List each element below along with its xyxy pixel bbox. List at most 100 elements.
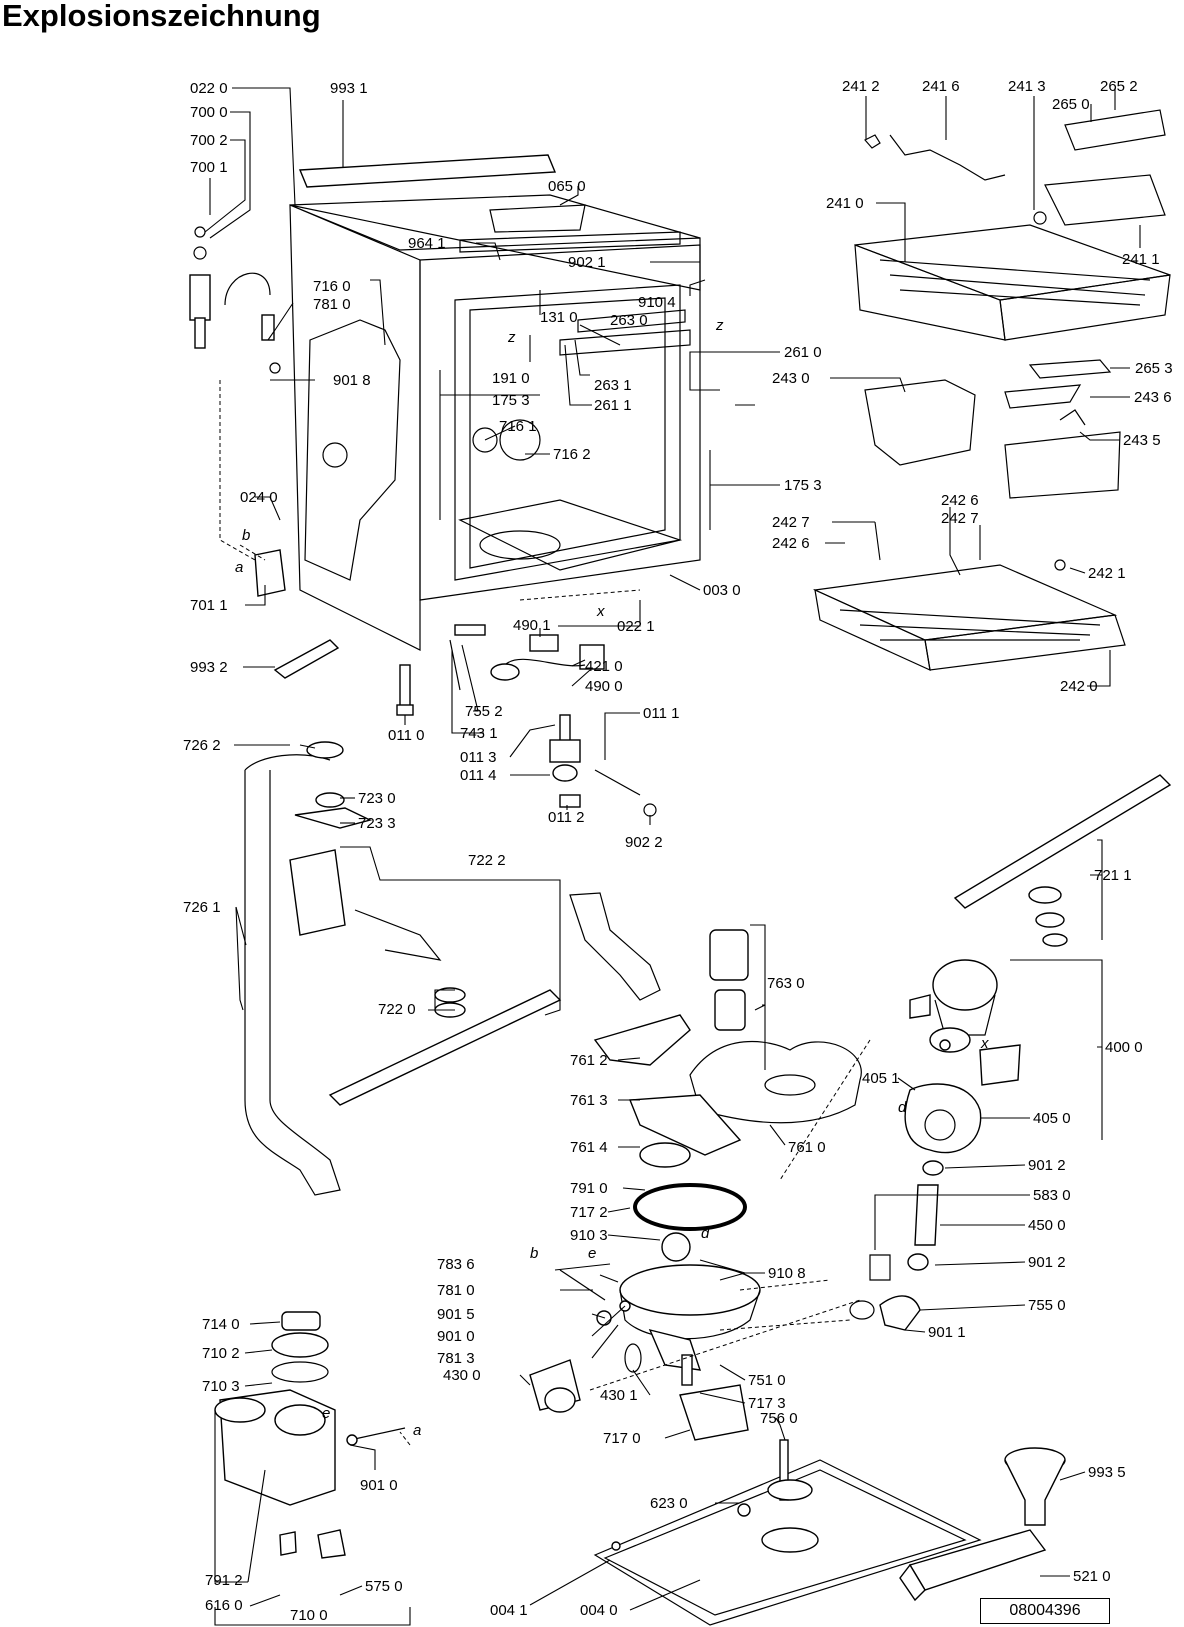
part-label: 242 7: [941, 510, 979, 527]
part-label: 901 8: [333, 372, 371, 389]
part-label: 993 2: [190, 659, 228, 676]
part-label: 623 0: [650, 1495, 688, 1512]
part-label: 011 3: [460, 749, 496, 766]
leader-lines: [204, 87, 1141, 1626]
part-label: 405 0: [1033, 1110, 1071, 1127]
part-label: 242 1: [1088, 565, 1126, 582]
part-label: 701 1: [190, 597, 228, 614]
part-label: 722 2: [468, 852, 506, 869]
baskets-drawing: [812, 109, 1171, 672]
part-label: 242 6: [772, 535, 810, 552]
letter-d-2: d: [898, 1099, 907, 1116]
letter-x-2: x: [980, 1035, 989, 1052]
part-label: 761 4: [570, 1139, 608, 1156]
tub-frame-drawing: [289, 154, 711, 651]
part-label: 450 0: [1028, 1217, 1066, 1234]
part-label: 400 0: [1105, 1039, 1143, 1056]
part-label: 191 0: [492, 370, 530, 387]
part-label: 243 5: [1123, 432, 1161, 449]
part-label: 583 0: [1033, 1187, 1071, 1204]
part-label: 011 0: [388, 727, 424, 744]
part-label: 242 7: [772, 514, 810, 531]
spray-arms-drawing: [244, 741, 1172, 1196]
part-label: 265 0: [1052, 96, 1090, 113]
letter-a-1: a: [235, 559, 243, 576]
part-label: 575 0: [365, 1578, 403, 1595]
part-label: 763 0: [767, 975, 805, 992]
letter-z-2: z: [715, 317, 724, 334]
part-label: 004 1: [490, 1602, 528, 1619]
part-label: 175 3: [492, 392, 530, 409]
part-label: 726 1: [183, 899, 221, 916]
part-label: 241 0: [826, 195, 864, 212]
part-label: 242 6: [941, 492, 979, 509]
part-label: 263 1: [594, 377, 632, 394]
part-label: 243 0: [772, 370, 810, 387]
part-label: 261 0: [784, 344, 822, 361]
part-label: 700 0: [190, 104, 228, 121]
part-label: 781 3: [437, 1350, 475, 1367]
part-label: 901 0: [360, 1477, 398, 1494]
part-label: 241 1: [1122, 251, 1160, 268]
part-label: 011 4: [460, 767, 496, 784]
part-label: 241 2: [842, 78, 880, 95]
part-label: 901 0: [437, 1328, 475, 1345]
part-label: 964 1: [408, 235, 446, 252]
part-label: 430 0: [443, 1367, 481, 1384]
part-label: 700 2: [190, 132, 228, 149]
part-label: 241 3: [1008, 78, 1046, 95]
letter-z-1: z: [507, 329, 516, 346]
part-label: 993 1: [330, 80, 368, 97]
part-label: 791 0: [570, 1180, 608, 1197]
part-label: 022 0: [190, 80, 228, 97]
part-label: 616 0: [205, 1597, 243, 1614]
part-label: 910 4: [638, 294, 676, 311]
part-label: 421 0: [585, 658, 623, 675]
part-label: 902 2: [625, 834, 663, 851]
part-label: 011 1: [643, 705, 679, 722]
sump-pump-drawing: [214, 892, 1066, 1626]
part-label: 722 0: [378, 1001, 416, 1018]
part-label: 242 0: [1060, 678, 1098, 695]
part-label: 241 6: [922, 78, 960, 95]
page-title: Explosionszeichnung: [2, 0, 321, 33]
part-label: 131 0: [540, 309, 578, 326]
part-label: 490 1: [513, 617, 551, 634]
part-label: 265 3: [1135, 360, 1173, 377]
part-label: 783 6: [437, 1256, 475, 1273]
part-label: 243 6: [1134, 389, 1172, 406]
part-label: 901 1: [928, 1324, 966, 1341]
letter-b-2: b: [530, 1245, 538, 1262]
letter-b-1: b: [242, 527, 250, 544]
part-labels: 022 0 993 1 700 0 700 2 700 1 065 0 964 …: [183, 78, 1173, 1624]
document-number: 08004396: [980, 1598, 1110, 1624]
part-label: 265 2: [1100, 78, 1138, 95]
part-label: 716 2: [553, 446, 591, 463]
part-label: 714 0: [202, 1316, 240, 1333]
letter-markers: z z x b a e a b d d x e: [235, 317, 989, 1439]
part-label: 723 0: [358, 790, 396, 807]
part-label: 781 0: [313, 296, 351, 313]
part-label: 716 1: [499, 418, 537, 435]
part-label: 405 1: [862, 1070, 900, 1087]
part-label: 756 0: [760, 1410, 798, 1427]
part-label: 710 3: [202, 1378, 240, 1395]
part-label: 717 0: [603, 1430, 641, 1447]
part-label: 011 2: [548, 809, 584, 826]
part-label: 993 5: [1088, 1464, 1126, 1481]
part-label: 910 3: [570, 1227, 608, 1244]
part-label: 902 1: [568, 254, 606, 271]
letter-x-1: x: [596, 603, 605, 620]
part-label: 781 0: [437, 1282, 475, 1299]
part-label: 710 2: [202, 1345, 240, 1362]
part-label: 761 0: [788, 1139, 826, 1156]
part-label: 175 3: [784, 477, 822, 494]
part-label: 717 2: [570, 1204, 608, 1221]
part-label: 723 3: [358, 815, 396, 832]
part-label: 003 0: [703, 582, 741, 599]
part-label: 065 0: [548, 178, 586, 195]
part-label: 901 5: [437, 1306, 475, 1323]
letter-e-1: e: [588, 1245, 596, 1262]
part-label: 700 1: [190, 159, 228, 176]
